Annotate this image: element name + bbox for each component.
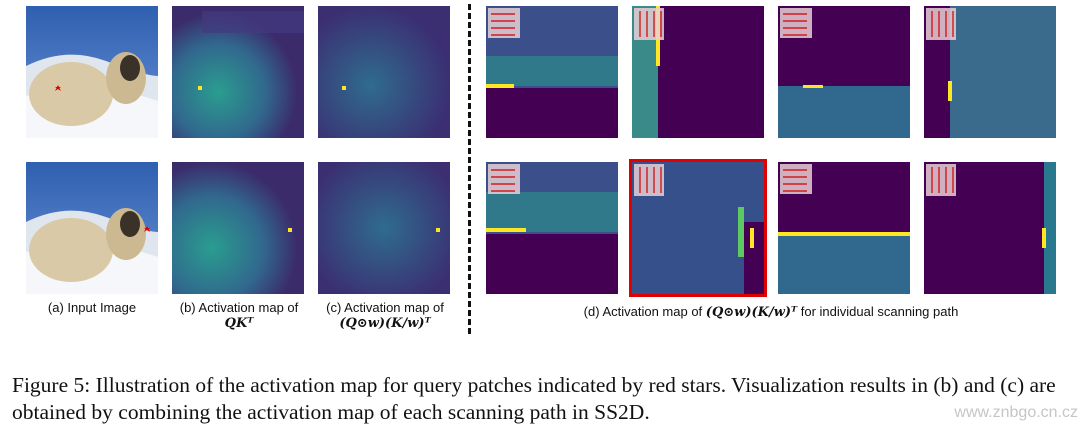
dashed-divider [468, 4, 471, 334]
horizontal-scan-icon [488, 164, 520, 194]
activation-qk-bottom [172, 162, 304, 294]
scan-map-top-2 [632, 6, 764, 138]
vertical-scan-icon [926, 164, 956, 196]
scan-map-bottom-1 [486, 162, 618, 294]
scan-map-top-3 [778, 6, 910, 138]
caption-c: (c) Activation map of (Q⊙w)(K/w)ᵀ [310, 300, 460, 332]
caption-d: (d) Activation map of (Q⊙w)(K/w)ᵀ for in… [486, 304, 1056, 321]
scan-map-bottom-4 [924, 162, 1056, 294]
scan-map-top-4 [924, 6, 1056, 138]
caption-b-text: (b) Activation map of [179, 300, 299, 315]
caption-d-suffix: for individual scanning path [800, 304, 959, 319]
vertical-scan-icon [634, 8, 664, 40]
caption-c-math: (Q⊙w)(K/w)ᵀ [339, 316, 431, 331]
scan-map-bottom-3 [778, 162, 910, 294]
input-image-bottom [26, 162, 158, 294]
caption-d-math: (Q⊙w)(K/w)ᵀ [705, 305, 798, 320]
vertical-scan-icon [634, 164, 664, 196]
activation-qwkw-top [318, 6, 450, 138]
horizontal-scan-icon [488, 8, 520, 38]
star-marker [144, 226, 150, 232]
scan-map-top-1 [486, 6, 618, 138]
input-image-top [26, 6, 158, 138]
horizontal-scan-icon [780, 164, 812, 194]
vertical-scan-icon [926, 8, 956, 40]
figure-caption: Figure 5: Illustration of the activation… [12, 373, 1056, 424]
horizontal-scan-icon [780, 8, 812, 38]
caption-a: (a) Input Image [47, 300, 137, 315]
activation-qwkw-bottom [318, 162, 450, 294]
caption-d-prefix: (d) Activation map of [583, 304, 703, 319]
caption-b: (b) Activation map of QKᵀ [164, 300, 314, 332]
activation-qk-top [172, 6, 304, 138]
caption-c-text: (c) Activation map of [326, 300, 444, 315]
caption-b-math: QKᵀ [224, 316, 254, 331]
scan-map-bottom-2-highlighted [629, 159, 767, 297]
star-marker [55, 85, 61, 91]
watermark: www.znbgo.cn.cz [954, 404, 1078, 421]
